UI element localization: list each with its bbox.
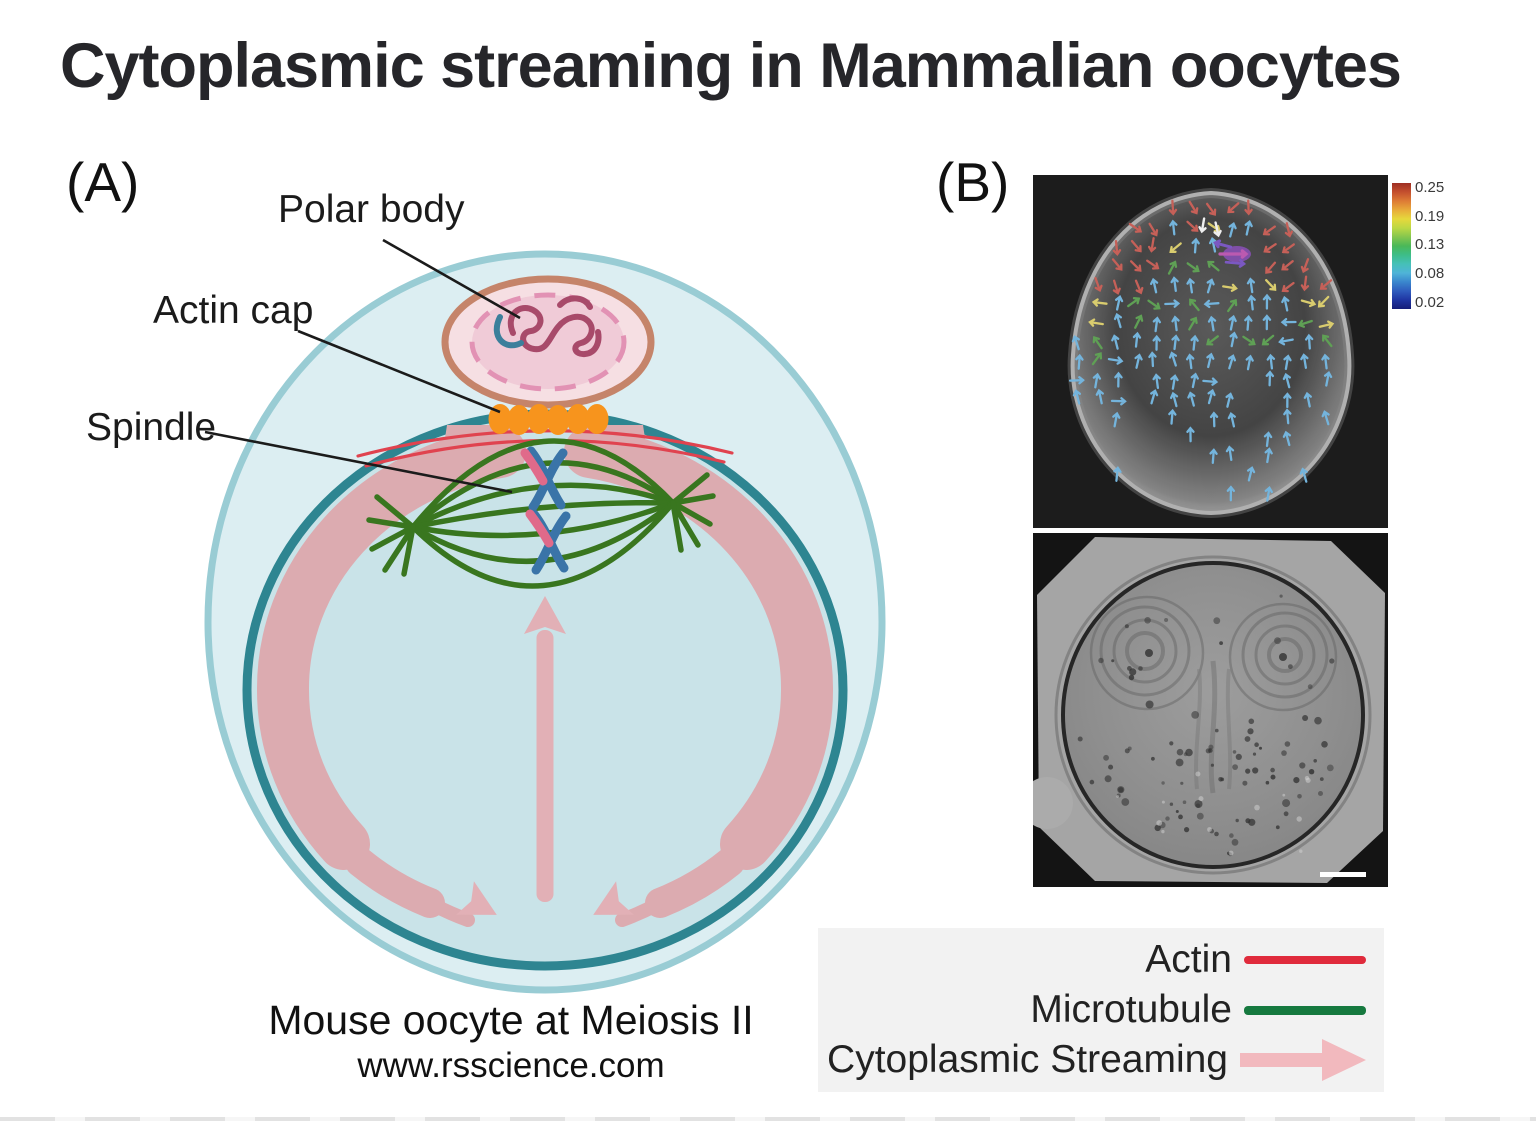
bottom-artifact-strip bbox=[0, 1117, 1536, 1121]
cortex-band-right bbox=[564, 426, 834, 927]
spindle bbox=[366, 438, 716, 589]
panel-b-label: (B) bbox=[936, 151, 1010, 213]
actin-cap bbox=[488, 404, 609, 435]
streaming-arrow-swatch bbox=[1240, 1038, 1366, 1082]
chromosomes bbox=[520, 446, 571, 575]
label-spindle: Spindle bbox=[86, 406, 217, 449]
label-actin-cap: Actin cap bbox=[153, 289, 314, 332]
cortex-shoulder-right bbox=[578, 425, 653, 492]
legend-box: Actin Microtubule Cytoplasmic Streaming bbox=[818, 928, 1384, 1092]
panel-a-caption: Mouse oocyte at Meiosis II bbox=[268, 997, 754, 1043]
polar-body bbox=[441, 275, 655, 409]
spindle-pole-right bbox=[670, 472, 716, 553]
panel-a-label: (A) bbox=[66, 151, 140, 213]
colorbar-tick: 0.08 bbox=[1415, 265, 1445, 282]
website-url: www.rsscience.com bbox=[357, 1046, 665, 1085]
polar-body-chromatin bbox=[507, 305, 602, 358]
legend-label-streaming: Cytoplasmic Streaming bbox=[827, 1038, 1228, 1081]
figure-title: Cytoplasmic streaming in Mammalian oocyt… bbox=[60, 31, 1402, 101]
velocity-colorbar bbox=[1392, 183, 1411, 309]
legend-row-microtubule: Microtubule bbox=[818, 985, 1384, 1035]
zona-pellucida bbox=[204, 250, 886, 994]
colorbar-tick: 0.13 bbox=[1415, 236, 1445, 253]
actin-filaments bbox=[356, 429, 734, 468]
pointer-lines bbox=[204, 238, 521, 494]
scale-bar bbox=[1320, 872, 1366, 877]
pointer-polar-body bbox=[382, 238, 521, 320]
legend-label-microtubule: Microtubule bbox=[1030, 988, 1232, 1031]
spindle-pole-left bbox=[366, 494, 416, 577]
pointer-actin-cap bbox=[297, 329, 501, 414]
label-polar-body: Polar body bbox=[278, 188, 465, 231]
pointer-spindle bbox=[204, 430, 513, 494]
cumulus-fragment bbox=[1033, 777, 1073, 829]
microtubule-line-swatch bbox=[1244, 1005, 1366, 1015]
colorbar-tick: 0.02 bbox=[1415, 294, 1445, 311]
colorbar-tick: 0.25 bbox=[1415, 179, 1445, 196]
polar-body-chromatin-blue bbox=[493, 314, 524, 349]
velocity-arrows bbox=[1068, 199, 1335, 502]
oolemma bbox=[242, 409, 848, 971]
legend-label-actin: Actin bbox=[1145, 938, 1232, 981]
cortex-shoulder-left bbox=[437, 425, 512, 492]
brightfield-image bbox=[1033, 533, 1388, 887]
legend-row-streaming: Cytoplasmic Streaming bbox=[818, 1035, 1384, 1085]
cortex-band-left bbox=[256, 426, 526, 927]
oocyte-body bbox=[1063, 563, 1363, 867]
legend-row-actin: Actin bbox=[818, 935, 1384, 985]
colorbar-tick: 0.19 bbox=[1415, 208, 1445, 225]
streaming-arrows bbox=[456, 596, 634, 915]
vector-field-image bbox=[1033, 175, 1388, 528]
cytoplasmic-granules bbox=[1077, 594, 1335, 857]
actin-line-swatch bbox=[1244, 956, 1366, 964]
